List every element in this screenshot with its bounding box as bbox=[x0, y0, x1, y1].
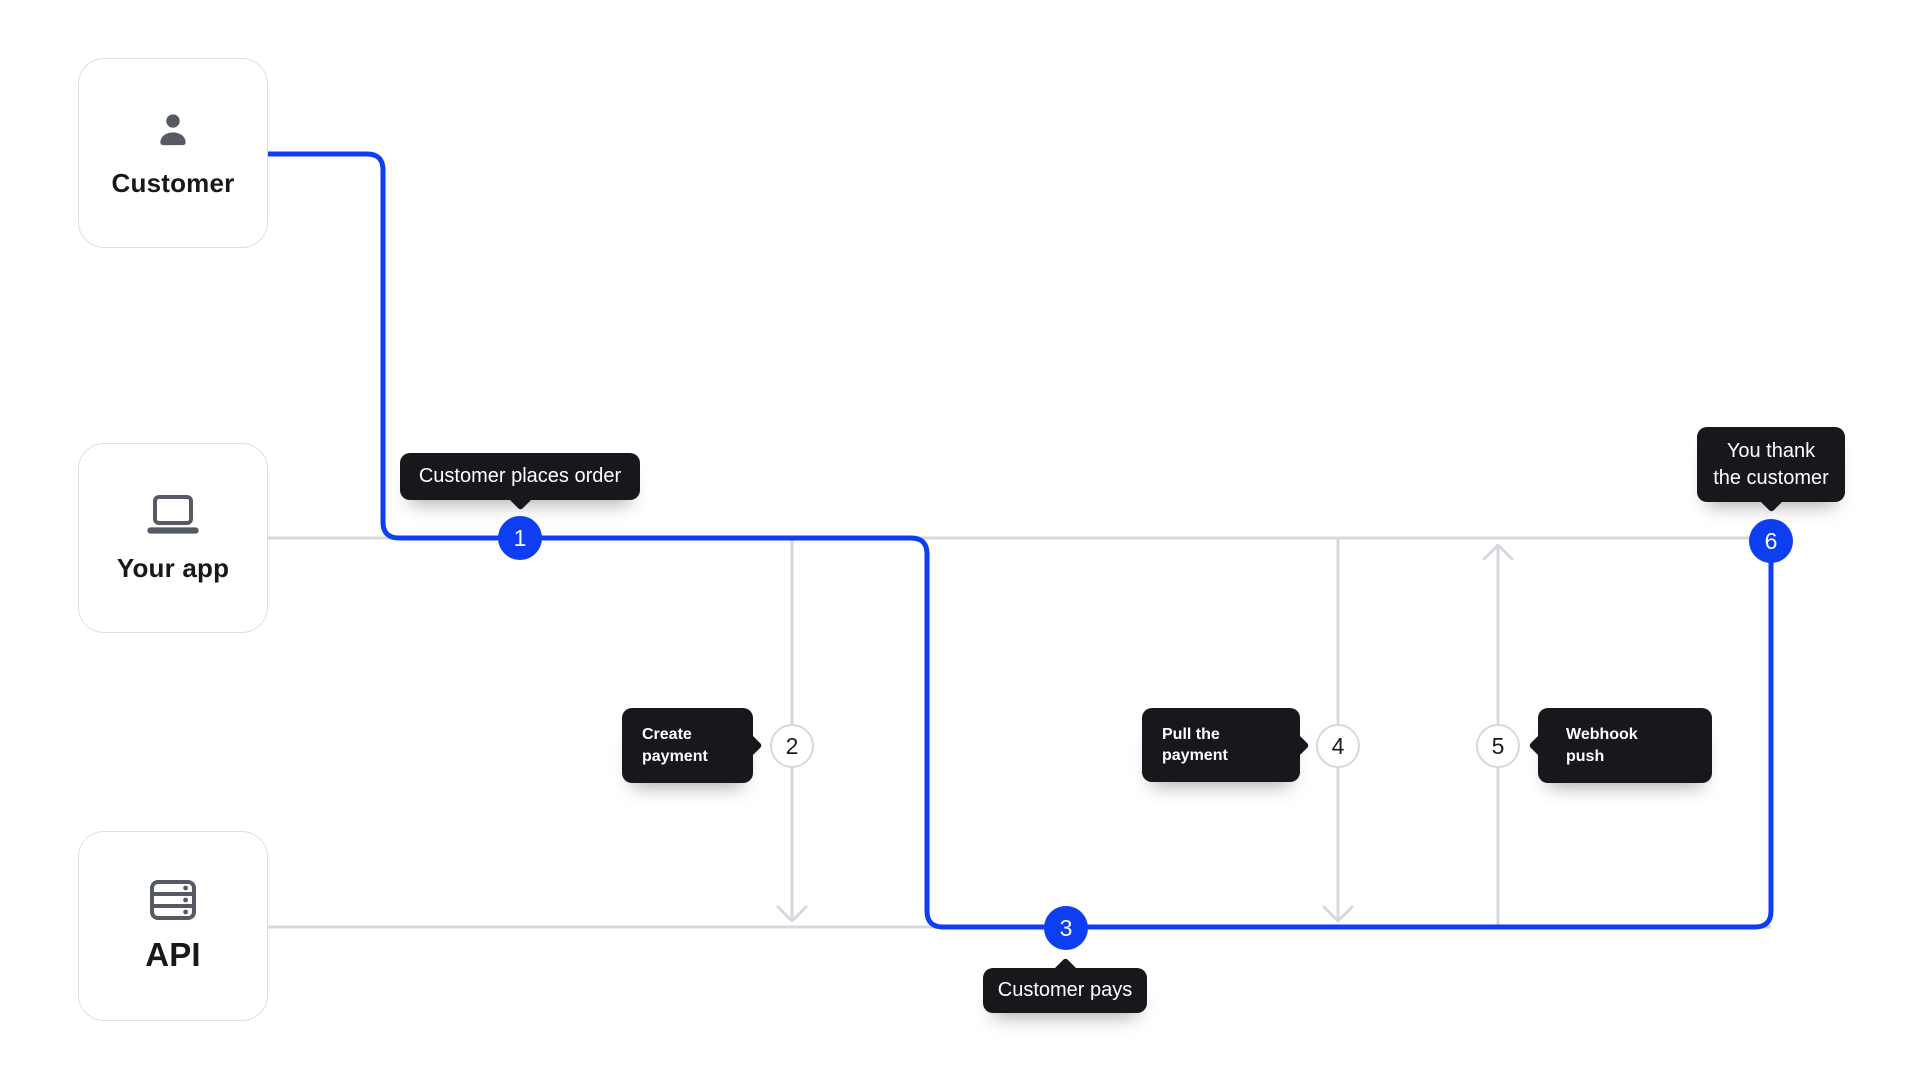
step-number: 1 bbox=[513, 524, 527, 551]
tooltip-label: You thank the customer bbox=[1713, 439, 1829, 489]
flow-path-blue bbox=[267, 151, 1774, 930]
step-badge-2[interactable]: 2 bbox=[770, 724, 814, 768]
laptop-icon bbox=[147, 494, 199, 534]
actor-box-your-app: Your app bbox=[78, 443, 268, 633]
step-badge-1[interactable]: 1 bbox=[498, 516, 542, 560]
tooltip-label: Webhook push bbox=[1566, 726, 1638, 765]
tooltip-step-4: Pull the payment bbox=[1142, 708, 1310, 782]
arrow-up-icon bbox=[1482, 543, 1514, 561]
tooltip-label: Customer places order bbox=[418, 465, 622, 488]
arrow-down-icon bbox=[1322, 905, 1354, 923]
step-number: 4 bbox=[1331, 732, 1345, 759]
step-number: 6 bbox=[1764, 527, 1778, 554]
actor-box-api: API bbox=[78, 831, 268, 1021]
step-badge-3[interactable]: 3 bbox=[1044, 906, 1088, 950]
server-icon bbox=[150, 880, 196, 920]
arrow-down-icon bbox=[776, 905, 808, 923]
tooltip-step-3: Customer pays bbox=[983, 957, 1147, 1013]
step-number: 3 bbox=[1059, 914, 1073, 941]
person-icon bbox=[160, 113, 186, 145]
step-number: 2 bbox=[785, 732, 799, 759]
actor-box-customer: Customer bbox=[78, 58, 268, 248]
step-badge-6[interactable]: 6 bbox=[1749, 519, 1793, 563]
step-badge-5[interactable]: 5 bbox=[1476, 724, 1520, 768]
step-number: 5 bbox=[1491, 732, 1505, 759]
tooltip-step-1: Customer places order bbox=[400, 453, 640, 511]
step-badge-4[interactable]: 4 bbox=[1316, 724, 1360, 768]
tooltip-step-5: Webhook push bbox=[1528, 708, 1712, 783]
actor-label-api: API bbox=[145, 936, 201, 973]
actor-label-your-app: Your app bbox=[116, 552, 230, 583]
tooltip-label: Customer pays bbox=[997, 979, 1133, 1002]
tooltip-step-2: Create payment bbox=[622, 708, 763, 783]
actor-label-customer: Customer bbox=[111, 167, 235, 198]
tooltip-step-6: You thank the customer bbox=[1697, 427, 1845, 513]
tooltip-label: Create payment bbox=[642, 726, 708, 765]
tooltip-label: Pull the payment bbox=[1162, 725, 1228, 764]
